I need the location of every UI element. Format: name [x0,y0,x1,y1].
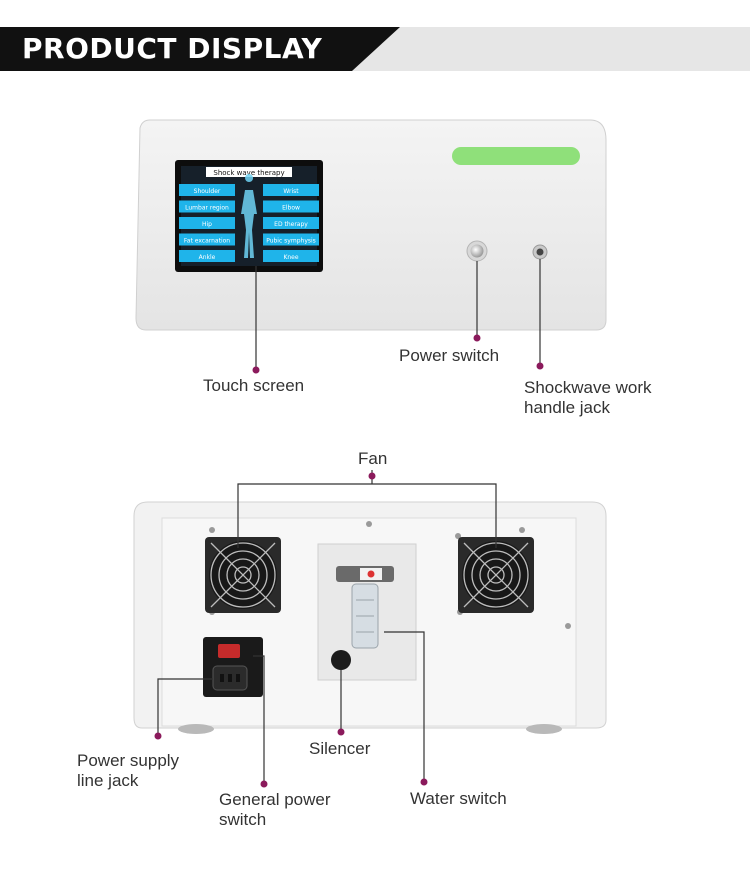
label-power-switch: Power switch [399,346,500,365]
front-callouts [252,259,544,374]
handle-jack[interactable] [536,248,544,256]
label-touch-screen: Touch screen [203,376,305,395]
screen-button[interactable] [179,233,235,246]
right-fan [458,537,534,613]
screen-button[interactable] [179,250,235,262]
header-banner [0,27,400,71]
screen-button-label: Wrist [283,188,299,195]
label-water-switch: Water switch [410,789,507,808]
label-handle-jack: Shockwave work handle jack [524,378,652,417]
human-figure-icon [241,174,257,258]
silencer [331,650,351,670]
screen-button-label: Hip [202,221,212,228]
screen-button-label: Elbow [282,205,300,212]
screen-button-label: Shoulder [194,188,221,195]
screen-button[interactable] [263,217,319,229]
screen-button[interactable] [263,184,319,196]
label-power-supply: Power supply line jack [77,751,180,790]
left-fan [205,537,281,613]
screen-button[interactable] [263,250,319,262]
callout-dots [154,472,428,788]
label-silencer: Silencer [309,739,371,758]
screen-button[interactable] [179,200,235,213]
page-title: PRODUCT DISPLAY [22,32,323,65]
back-unit [133,501,607,734]
status-indicator-bar [452,147,580,165]
screen-button[interactable] [263,233,319,246]
screen-button-label: Lumbar region [185,205,229,212]
label-fan: Fan [358,449,388,468]
screen-button-label: ED therapy [274,221,308,228]
general-power-switch[interactable] [218,644,240,658]
screen-button-label: Ankle [199,254,216,261]
screen-button[interactable] [179,217,235,229]
screen-button-label: Knee [283,254,298,261]
screen-title: Shock wave therapy [213,169,284,177]
screen-button-label: Pubic symphysis [266,238,316,245]
screen-button[interactable] [263,200,319,213]
screen-button[interactable] [179,184,235,196]
power-switch[interactable] [470,244,484,258]
label-general-power: General power switch [219,790,331,829]
screen-button-label: Fat excarnation [184,238,230,245]
back-callouts [157,470,497,784]
